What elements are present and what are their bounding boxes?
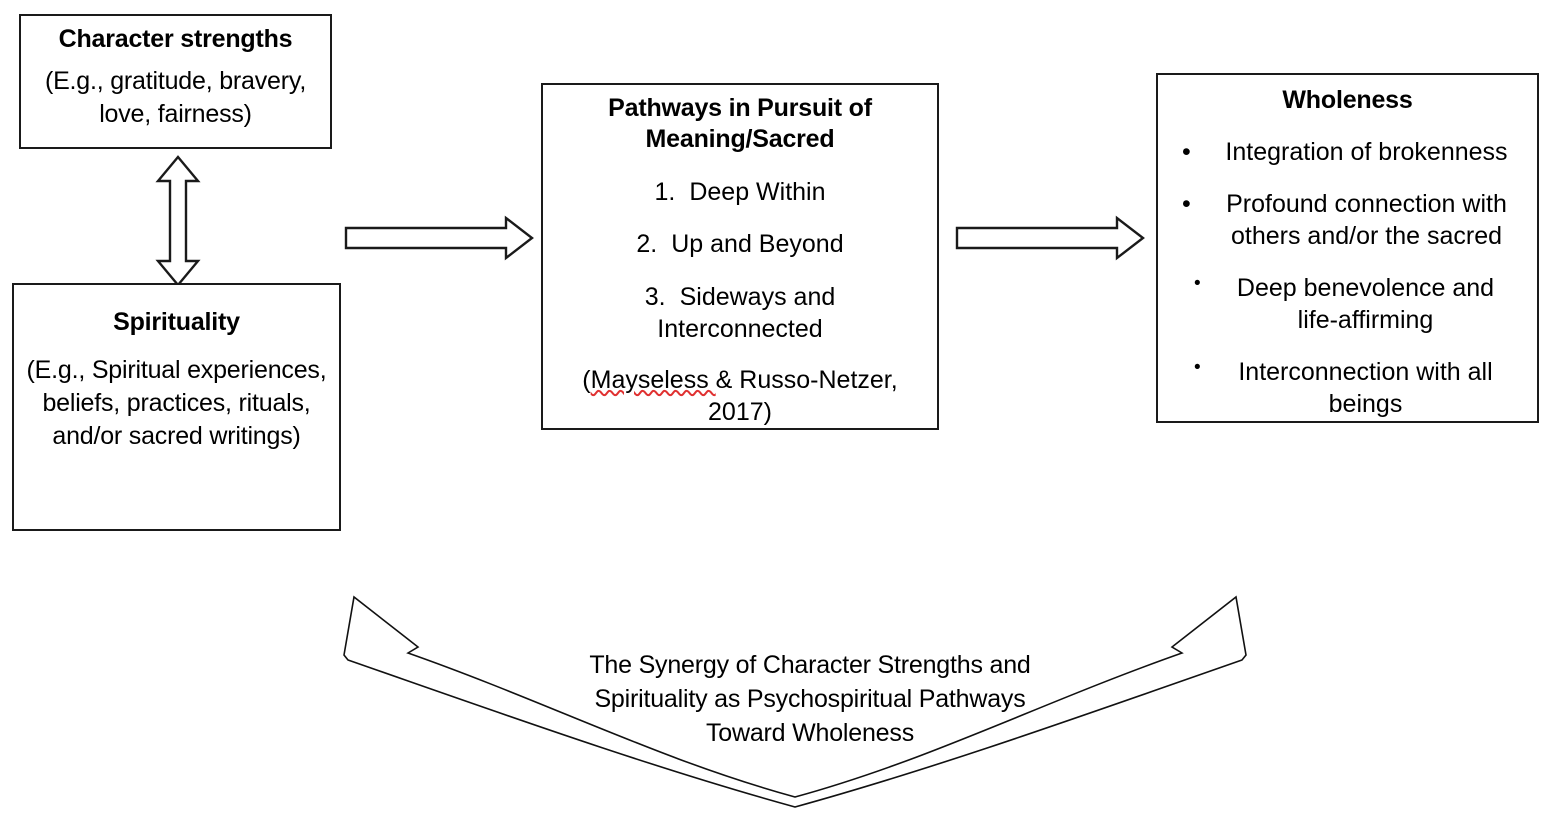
box-character-strengths-title: Character strengths [58,25,293,53]
wholeness-list: • Integration of brokenness • Profound c… [1158,116,1537,420]
list-item-label: Up and Beyond [671,230,844,258]
list-item: • Profound connection with others and/or… [1158,188,1537,252]
pathways-list: 1. Deep Within 2. Up and Beyond 3.Sideways… [543,156,937,346]
list-item-number: 2. [636,230,658,258]
arrow-left-to-center-icon [344,215,534,261]
citation-open-paren: ( [582,365,591,394]
list-item-label: Integration of brokenness [1225,138,1508,167]
citation-misspelled-word: Mayseless [590,365,716,394]
box-wholeness-title: Wholeness [1282,86,1413,114]
list-item-label: Interconnection with all beings [1238,358,1493,419]
list-item-label: Deep Within [689,177,826,206]
bullet-icon: • [1194,273,1201,295]
list-item-label: Profound connection with others and/or t… [1226,190,1507,251]
list-item-number: 3. [644,282,666,311]
citation-rest: & Russo-Netzer, 2017) [708,365,898,427]
box-spirituality-title: Spirituality [113,308,240,336]
box-wholeness: Wholeness • Integration of brokenness • … [1156,73,1539,423]
box-spirituality-body: (E.g., Spiritual experiences, beliefs, p… [26,356,327,451]
list-item: • Deep benevolence and life-affirming [1158,272,1537,336]
list-item-label: Sideways and Interconnected [657,282,836,344]
box-character-strengths-body: (E.g., gratitude, bravery, love, fairnes… [44,67,307,129]
bullet-icon: • [1182,138,1191,167]
list-item: • Interconnection with all beings [1158,356,1537,420]
figure-caption: The Synergy of Character Strengths and S… [589,651,1031,747]
pathways-citation: (Mayseless & Russo-Netzer, 2017) [543,364,937,429]
list-item: 2. Up and Beyond [543,228,937,261]
box-spirituality: Spirituality (E.g., Spiritual experience… [12,283,341,531]
curved-double-headed-arrow-icon [343,595,1247,808]
double-headed-vertical-arrow-icon [155,155,201,287]
list-item-label: Deep benevolence and life-affirming [1236,274,1495,335]
bullet-icon: • [1182,190,1191,219]
box-pathways-title: Pathways in Pursuit of Meaning/Sacred [608,94,872,154]
list-item: • Integration of brokenness [1158,136,1537,168]
bullet-icon: • [1194,357,1201,379]
list-item: 3.Sideways and Interconnected [543,281,937,346]
list-item-number: 1. [654,177,676,206]
box-pathways: Pathways in Pursuit of Meaning/Sacred 1.… [541,83,939,430]
list-item: 1. Deep Within [543,176,937,209]
arrow-center-to-right-icon [955,215,1145,261]
box-character-strengths: Character strengths (E.g., gratitude, br… [19,14,332,149]
